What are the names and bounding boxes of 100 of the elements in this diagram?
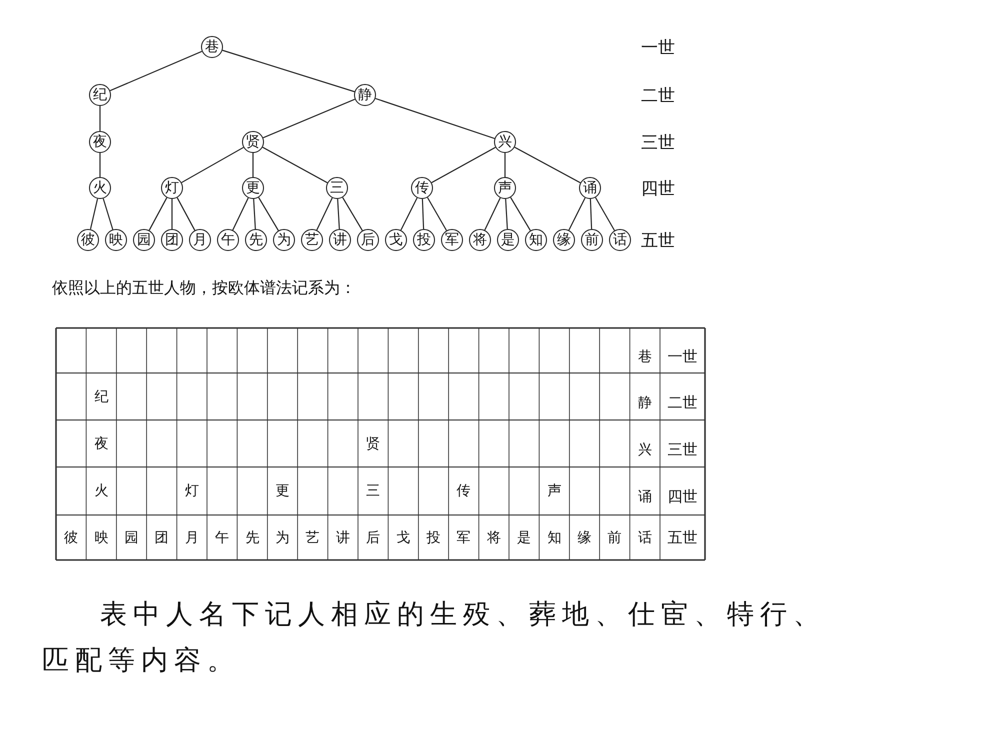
tree-line <box>258 197 279 231</box>
table-entry: 园 <box>124 528 138 546</box>
name-circle: 火 <box>89 177 111 199</box>
tree-line <box>422 198 424 230</box>
table-entry: 更 <box>276 482 290 500</box>
table-entry: 传 <box>456 482 471 500</box>
name-circle: 前 <box>581 229 603 251</box>
table-entry: 讲 <box>336 528 350 546</box>
tree-line <box>590 198 592 230</box>
name-circle: 为 <box>273 229 295 251</box>
generation-label: 五世 <box>641 230 675 252</box>
tree-line <box>232 198 249 230</box>
table-entry: 静 <box>638 394 652 412</box>
generation-label: 五世 <box>668 528 698 547</box>
table-entry: 三 <box>366 482 380 500</box>
table-entry: 知 <box>547 528 562 546</box>
table-entry: 火 <box>94 482 108 500</box>
table-entry: 话 <box>638 528 652 546</box>
name-circle: 兴 <box>494 131 516 153</box>
generation-label: 四世 <box>641 178 675 200</box>
tree-line <box>99 106 101 131</box>
table-entry: 戈 <box>396 528 410 546</box>
tree-line <box>99 153 101 177</box>
tree-line <box>181 146 244 184</box>
name-circle: 静 <box>354 84 376 106</box>
name-circle: 夜 <box>89 131 111 153</box>
name-circle: 后 <box>357 229 379 251</box>
tree-line <box>595 197 615 231</box>
tree-line <box>431 146 496 184</box>
tree-line <box>316 198 333 230</box>
table-entry: 灯 <box>184 482 199 500</box>
name-circle: 是 <box>497 229 519 251</box>
table-entry: 缘 <box>578 528 592 546</box>
tree-line <box>568 198 586 230</box>
tree-line <box>176 197 196 231</box>
name-circle: 午 <box>217 229 239 251</box>
table-entry: 是 <box>517 528 532 546</box>
name-circle: 园 <box>133 229 155 251</box>
generation-label: 二世 <box>641 85 675 107</box>
table-entry: 艺 <box>306 528 320 546</box>
table-entry: 为 <box>276 528 290 546</box>
generation-label: 一世 <box>641 37 675 59</box>
name-circle: 三 <box>326 177 348 199</box>
name-circle: 灯 <box>161 177 183 199</box>
tree-line <box>252 153 254 177</box>
tree-line <box>262 98 356 138</box>
table-entry: 夜 <box>94 434 108 452</box>
table-entry: 将 <box>486 528 501 546</box>
name-circle: 贤 <box>242 131 264 153</box>
table-entry: 先 <box>245 528 260 546</box>
table-entry: 午 <box>215 528 230 546</box>
table-entry: 后 <box>366 528 380 546</box>
table-entry: 兴 <box>638 440 652 458</box>
tree-line <box>337 198 340 230</box>
generation-label: 三世 <box>641 132 675 154</box>
name-circle: 艺 <box>301 229 323 251</box>
table-entry: 彼 <box>64 528 78 546</box>
tree-line <box>427 197 447 231</box>
name-circle: 戈 <box>385 229 407 251</box>
tree-line <box>171 199 173 229</box>
tree-line <box>342 197 363 231</box>
tree-line <box>253 198 256 230</box>
name-circle: 话 <box>609 229 631 251</box>
name-circle: 更 <box>242 177 264 199</box>
table-entry: 月 <box>184 528 199 546</box>
generation-label: 三世 <box>668 440 698 459</box>
tree-line <box>400 198 418 230</box>
name-circle: 团 <box>161 229 183 251</box>
name-circle: 映 <box>105 229 127 251</box>
table-entry: 团 <box>154 528 169 546</box>
table-entry: 声 <box>547 482 562 500</box>
tree-line <box>514 146 581 184</box>
table-entry: 投 <box>426 528 440 546</box>
name-circle: 投 <box>413 229 435 251</box>
name-circle: 军 <box>441 229 463 251</box>
tree-line <box>505 198 508 230</box>
table-entry: 军 <box>456 528 471 546</box>
tree-line <box>90 198 98 230</box>
tree-line <box>148 197 168 231</box>
name-circle: 缘 <box>553 229 575 251</box>
table-entry: 纪 <box>94 388 108 406</box>
name-circle: 先 <box>245 229 267 251</box>
table-entry: 巷 <box>638 348 652 366</box>
table-entry: 贤 <box>366 434 380 452</box>
tree-line <box>510 197 531 231</box>
tree-line <box>102 198 114 230</box>
generation-label: 二世 <box>668 393 698 412</box>
tree-line <box>484 198 501 230</box>
name-circle: 月 <box>189 229 211 251</box>
tree-line <box>222 50 355 92</box>
name-circle: 传 <box>411 177 433 199</box>
table-entry: 诵 <box>638 488 652 506</box>
name-circle: 知 <box>525 229 547 251</box>
body-paragraph: 表中人名下记人相应的生殁、葬地、仕宦、特行、匹配等内容。 <box>42 598 827 678</box>
name-circle: 声 <box>494 177 516 199</box>
table-entry: 映 <box>94 528 108 546</box>
tree-line <box>110 50 202 92</box>
name-circle: 将 <box>469 229 491 251</box>
name-circle: 讲 <box>329 229 351 251</box>
name-circle: 巷 <box>201 36 223 58</box>
